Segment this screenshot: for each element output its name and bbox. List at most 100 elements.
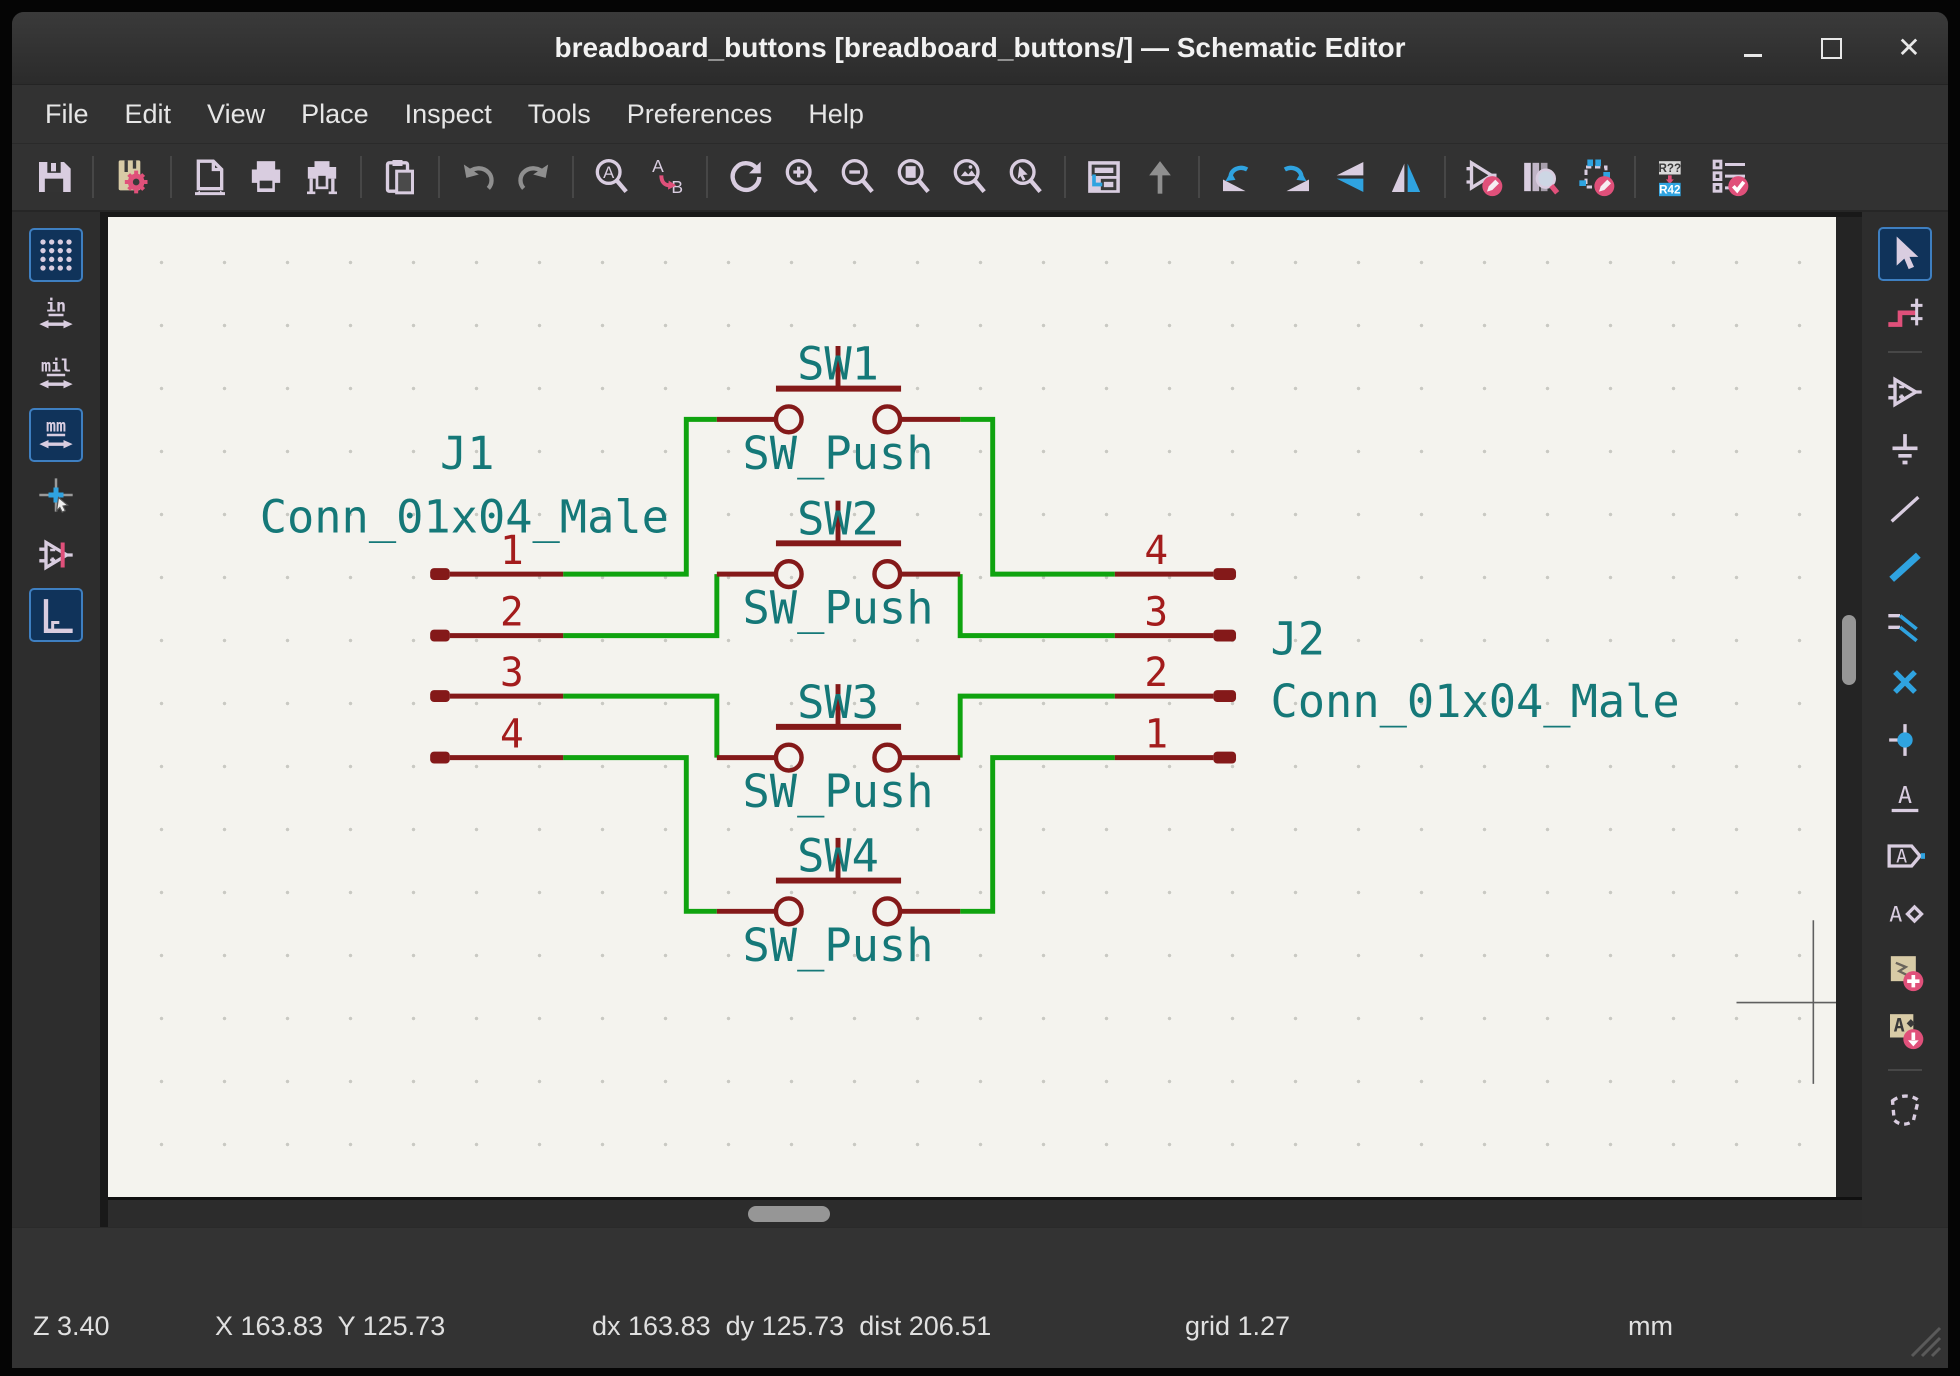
rotate-ccw-button[interactable]	[1211, 150, 1265, 204]
horizontal-scrollbar-thumb[interactable]	[748, 1206, 830, 1222]
find-button[interactable]: A	[585, 150, 639, 204]
page-settings-button[interactable]	[183, 150, 237, 204]
minimize-button[interactable]	[1740, 35, 1766, 61]
print-button[interactable]	[239, 150, 293, 204]
mirror-vertical-button[interactable]	[1323, 150, 1377, 204]
add-wire-button[interactable]	[1878, 481, 1932, 535]
pin-number: 4	[500, 712, 524, 758]
svg-text:A: A	[1889, 903, 1902, 928]
select-tool-button[interactable]	[1878, 227, 1932, 281]
wire-SW2_J2-3[interactable]	[957, 574, 1115, 639]
switch-reference: SW2	[797, 492, 879, 545]
switch-SW2[interactable]: SW2 SW_Push	[716, 492, 961, 635]
save-button[interactable]	[27, 150, 81, 204]
symbol-editor-icon	[1466, 159, 1503, 197]
erc-button[interactable]	[1703, 150, 1757, 204]
vertical-scrollbar-thumb[interactable]	[1842, 615, 1856, 685]
mirror-horizontal-button[interactable]	[1379, 150, 1433, 204]
add-hierarchical-sheet-button[interactable]	[1878, 945, 1932, 999]
units-mm-button[interactable]: mm	[29, 408, 83, 462]
vertical-scrollbar-track[interactable]	[1836, 217, 1862, 1197]
menu-preferences[interactable]: Preferences	[626, 98, 773, 129]
switch-SW3[interactable]: SW3 SW_Push	[716, 676, 961, 818]
import-sheet-pin-button[interactable]: A	[1878, 1003, 1932, 1057]
add-graphic-shape-button[interactable]	[1878, 1083, 1932, 1137]
svg-text:mil: mil	[41, 357, 71, 376]
hv-lines-only-button[interactable]	[29, 588, 83, 642]
units-mils-button[interactable]: mil	[29, 348, 83, 402]
menu-view[interactable]: View	[207, 98, 266, 129]
add-symbol-button[interactable]	[1878, 365, 1932, 419]
wire-J1-2_SW2[interactable]	[563, 574, 720, 639]
wire-SW1_J2-4[interactable]	[960, 416, 1115, 577]
horizontal-scrollbar-track[interactable]	[108, 1197, 1862, 1227]
footprint-assign-button[interactable]	[1569, 150, 1623, 204]
add-no-connect-button[interactable]	[1878, 655, 1932, 709]
wire-J1-3_SW3[interactable]	[563, 693, 720, 758]
title-bar: breadboard_buttons [breadboard_buttons/]…	[12, 12, 1948, 85]
toolbar-separator	[1444, 156, 1446, 198]
find-icon: A	[595, 158, 628, 194]
add-hierarchical-label-button[interactable]: A	[1878, 887, 1932, 941]
crosshair-cursor-button[interactable]	[29, 468, 83, 522]
menu-place[interactable]: Place	[301, 98, 369, 129]
add-power-icon	[1892, 434, 1918, 465]
connector-J2[interactable]: 4 3 2 1J2 Conn_01x04_Male	[1114, 528, 1680, 764]
zoom-selection-icon	[1009, 158, 1042, 194]
svg-text:B: B	[671, 177, 683, 197]
wire-J1-4_SW4[interactable]	[563, 755, 717, 914]
mirror-vertical-icon	[1336, 162, 1364, 192]
undo-button[interactable]	[451, 150, 505, 204]
page-settings-icon	[195, 159, 225, 196]
maximize-button[interactable]	[1818, 35, 1844, 61]
annotate-button[interactable]: R??R42	[1647, 150, 1701, 204]
symbol-editor-button[interactable]	[1457, 150, 1511, 204]
add-sheet-icon	[1890, 956, 1924, 992]
plot-button[interactable]	[295, 150, 349, 204]
zoom-out-button[interactable]	[831, 150, 885, 204]
units-mil-icon: mil	[39, 357, 73, 389]
add-bus-button[interactable]	[1878, 539, 1932, 593]
zoom-selection-button[interactable]	[999, 150, 1053, 204]
add-power-button[interactable]	[1878, 423, 1932, 477]
redo-button[interactable]	[507, 150, 561, 204]
left-toolbar: in mil mm	[12, 212, 100, 1227]
hierarchy-navigator-button[interactable]	[1077, 150, 1131, 204]
symbol-browser-button[interactable]	[1513, 150, 1567, 204]
leave-sheet-button[interactable]	[1133, 150, 1187, 204]
wire-SW4_J2-1[interactable]	[960, 755, 1115, 914]
close-button[interactable]: ✕	[1896, 34, 1922, 62]
toolbar-separator	[1888, 1069, 1922, 1071]
highlight-net-button[interactable]	[1878, 285, 1932, 339]
units-inches-button[interactable]: in	[29, 288, 83, 342]
zoom-fit-objects-button[interactable]	[943, 150, 997, 204]
menu-file[interactable]: File	[45, 98, 89, 129]
schematic-canvas[interactable]: SW1 SW_Push SW2 SW_Push SW3 SW_Push SW4 …	[108, 217, 1836, 1197]
show-hidden-pins-button[interactable]	[29, 528, 83, 582]
add-net-label-button[interactable]: A	[1878, 771, 1932, 825]
zoom-in-button[interactable]	[775, 150, 829, 204]
zoom-fit-page-button[interactable]	[887, 150, 941, 204]
main-area: in mil mm SW1 SW_Push SW2 SW_Push SW3 SW_P…	[12, 212, 1948, 1227]
add-global-label-button[interactable]: A	[1878, 829, 1932, 883]
grid-visibility-button[interactable]	[29, 228, 83, 282]
add-wire-entry-button[interactable]	[1878, 597, 1932, 651]
switch-reference: SW3	[797, 676, 879, 729]
paste-button[interactable]	[373, 150, 427, 204]
switch-SW4[interactable]: SW4 SW_Push	[716, 830, 961, 972]
connector-J1[interactable]: 1 2 3 4J1 Conn_01x04_Male	[260, 427, 669, 764]
import-sheet-pin-icon: A	[1890, 1014, 1924, 1050]
resize-grip[interactable]	[1906, 1322, 1942, 1358]
menu-edit[interactable]: Edit	[124, 98, 172, 129]
refresh-view-button[interactable]	[719, 150, 773, 204]
wire-SW3_J2-2[interactable]	[957, 693, 1115, 758]
rotate-cw-button[interactable]	[1267, 150, 1321, 204]
schematic-setup-button[interactable]	[105, 150, 159, 204]
menu-inspect[interactable]: Inspect	[404, 98, 492, 129]
wire-J1-1_SW1[interactable]	[563, 416, 717, 577]
menu-tools[interactable]: Tools	[527, 98, 591, 129]
menu-help[interactable]: Help	[808, 98, 864, 129]
switch-SW1[interactable]: SW1 SW_Push	[716, 338, 961, 480]
add-junction-button[interactable]	[1878, 713, 1932, 767]
